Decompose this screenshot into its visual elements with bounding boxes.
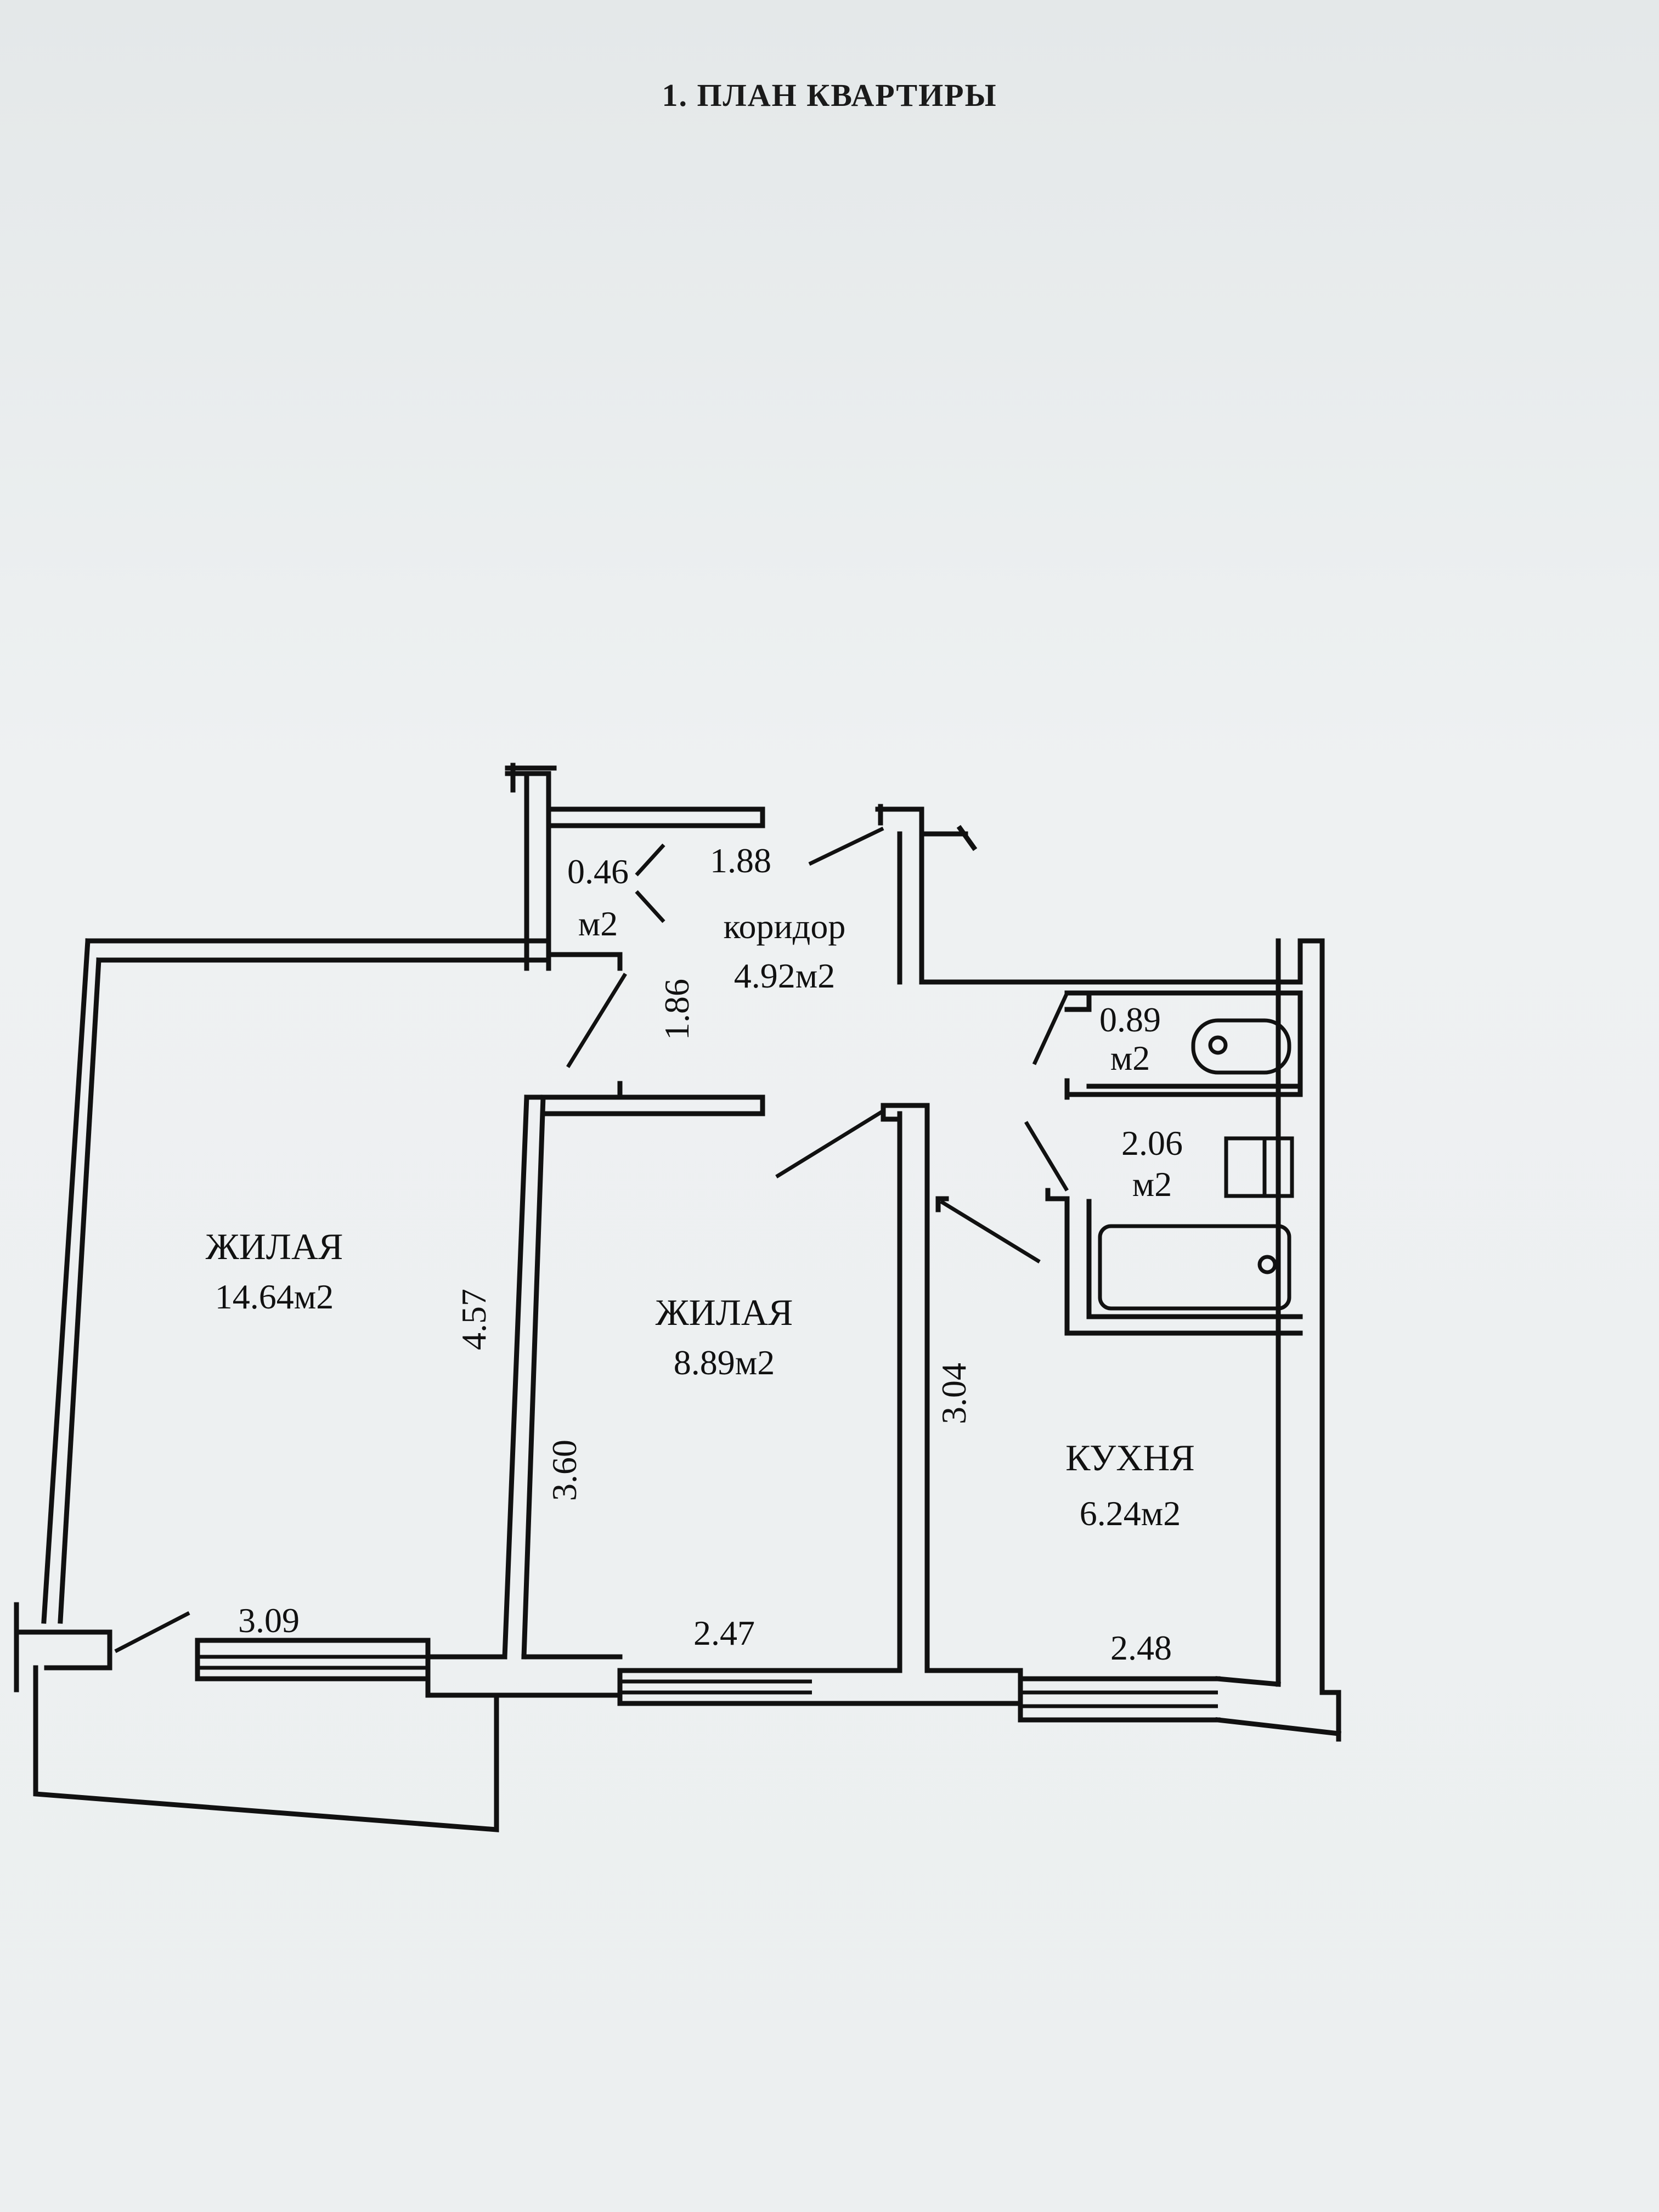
bathroom-area-unit: м2 [1132,1165,1172,1204]
dim-living-small-depth: 3.60 [545,1440,584,1501]
wc-area-unit: м2 [1110,1039,1150,1077]
kitchen-name: КУХНЯ [1065,1437,1195,1479]
walls [14,763,1341,1832]
plan-title: 1. ПЛАН КВАРТИРЫ [662,77,997,113]
storage-area-value: 0.46 [567,852,629,891]
dim-living-small-width: 2.47 [693,1613,755,1652]
corridor-area: 4.92м2 [734,956,836,995]
wc-area-value: 0.89 [1099,1000,1161,1039]
doors [114,826,1069,1654]
corridor-name: коридор [724,907,846,946]
storage-area-unit: м2 [578,904,618,943]
living-small-name: ЖИЛАЯ [656,1291,793,1333]
bathtub-icon [1098,1224,1291,1311]
dim-corridor-width: 1.86 [657,979,696,1040]
dim-kitchen-depth: 3.04 [934,1363,973,1424]
dim-kitchen-width: 2.48 [1110,1628,1172,1667]
living-large-name: ЖИЛАЯ [206,1226,343,1267]
bathroom-area-value: 2.06 [1121,1124,1183,1163]
toilet-icon [1191,1018,1291,1075]
sink-icon [1224,1136,1294,1198]
dim-corridor-length: 1.88 [710,841,771,880]
fixtures [1098,1018,1294,1311]
labels: ЖИЛАЯ 14.64м2 ЖИЛАЯ 8.89м2 КУХНЯ 6.24м2 … [206,841,1195,1667]
kitchen-area: 6.24м2 [1080,1494,1181,1533]
living-large-area: 14.64м2 [215,1277,334,1316]
dim-living-large-width: 3.09 [238,1601,300,1640]
living-small-area: 8.89м2 [674,1343,775,1382]
dim-living-large-depth: 4.57 [454,1289,493,1350]
